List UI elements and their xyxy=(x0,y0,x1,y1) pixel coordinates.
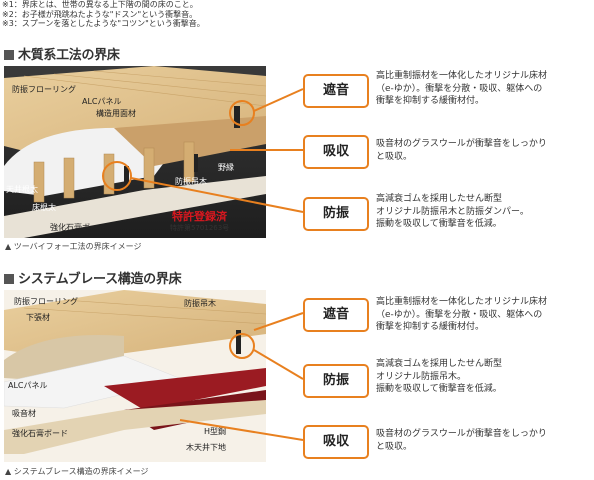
label-gypsum: 強化石膏ボード xyxy=(50,223,106,232)
label-floor-joist: 床根太 xyxy=(32,203,56,212)
patent-number: 特許第5701263号 xyxy=(170,224,230,232)
desc-absorption: 吸音材のグラスウールが衝撃音をしっかりと吸収。 xyxy=(376,139,547,162)
footnote-2: ※2：お子様が飛跳ねたような"ドスン"という衝撃音。 xyxy=(2,9,198,19)
label2-alc: ALCパネル xyxy=(8,381,48,390)
label2-absorber: 吸音材 xyxy=(12,409,36,418)
badge2-vibration: 防振 xyxy=(303,364,369,398)
desc2-absorption: 吸音材のグラスウールが衝撃音をしっかりと吸収。 xyxy=(376,429,547,452)
label-ceiling-joist: 天井根太 xyxy=(6,185,38,194)
patent-mark: 特許登録済 xyxy=(172,210,227,223)
steel-floor-illustration xyxy=(4,290,266,462)
section2-diagram: 防振フローリング 下張材 防振吊木 ALCパネル 吸音材 強化石膏ボード H型鋼… xyxy=(4,290,266,462)
label2-flooring: 防振フローリング xyxy=(14,297,78,306)
badge2-absorption: 吸収 xyxy=(303,425,369,459)
desc2-vibration: 高減衰ゴムを採用したせん断型オリジナル防振吊木。振動を吸収して衝撃音を低減。 xyxy=(376,359,503,394)
desc-vibration: 高減衰ゴムを採用したせん断型オリジナル防振吊木と防振ダンパー。振動を吸収して衝撃… xyxy=(376,194,529,229)
label2-ceiling: 木天井下地 xyxy=(186,443,226,452)
label2-subfloor: 下張材 xyxy=(26,313,50,322)
section2-title: システムブレース構造の界床 xyxy=(4,268,182,287)
badge-absorption: 吸収 xyxy=(303,135,369,169)
label-hanger: 防振吊木 xyxy=(175,177,207,186)
label-structural: 構造用面材 xyxy=(96,109,136,118)
square-bullet-icon xyxy=(4,50,14,60)
footnote-1: ※1：界床とは、世帯の異なる上下階の間の床のこと。 xyxy=(2,0,198,9)
section1-caption: ▲ ツーバイフォー工法の界床イメージ xyxy=(5,242,142,251)
section2-caption: ▲ システムブレース構造の界床イメージ xyxy=(5,467,149,476)
label-nobuchi: 野縁 xyxy=(218,163,234,172)
desc2-sound-insulation: 高比重制振材を一体化したオリジナル床材（e-ゆか）。衝撃を分散・吸収、躯体への衝… xyxy=(376,297,548,332)
section1-title: 木質系工法の界床 xyxy=(4,44,120,63)
label2-hbeam: H型鋼 xyxy=(204,427,227,436)
section1-diagram: 防振フローリング ALCパネル 構造用面材 天井根太 床根太 防振吊木 野縁 強… xyxy=(4,66,266,238)
desc-sound-insulation: 高比重制振材を一体化したオリジナル床材（e-ゆか）。衝撃を分散・吸収、躯体への衝… xyxy=(376,71,548,106)
label2-hanger: 防振吊木 xyxy=(184,299,216,308)
footnotes: ※1：界床とは、世帯の異なる上下階の間の床のこと。 ※2：お子様が飛跳ねたような… xyxy=(2,0,205,29)
label2-gypsum: 強化石膏ボード xyxy=(12,429,68,438)
badge2-sound-insulation: 遮音 xyxy=(303,298,369,332)
square-bullet-icon xyxy=(4,274,14,284)
label-alc: ALCパネル xyxy=(82,97,122,106)
badge-vibration: 防振 xyxy=(303,197,369,231)
footnote-3: ※3：スプーンを落としたような"コツン"という衝撃音。 xyxy=(2,19,205,28)
badge-sound-insulation: 遮音 xyxy=(303,74,369,108)
label-flooring: 防振フローリング xyxy=(12,85,76,94)
